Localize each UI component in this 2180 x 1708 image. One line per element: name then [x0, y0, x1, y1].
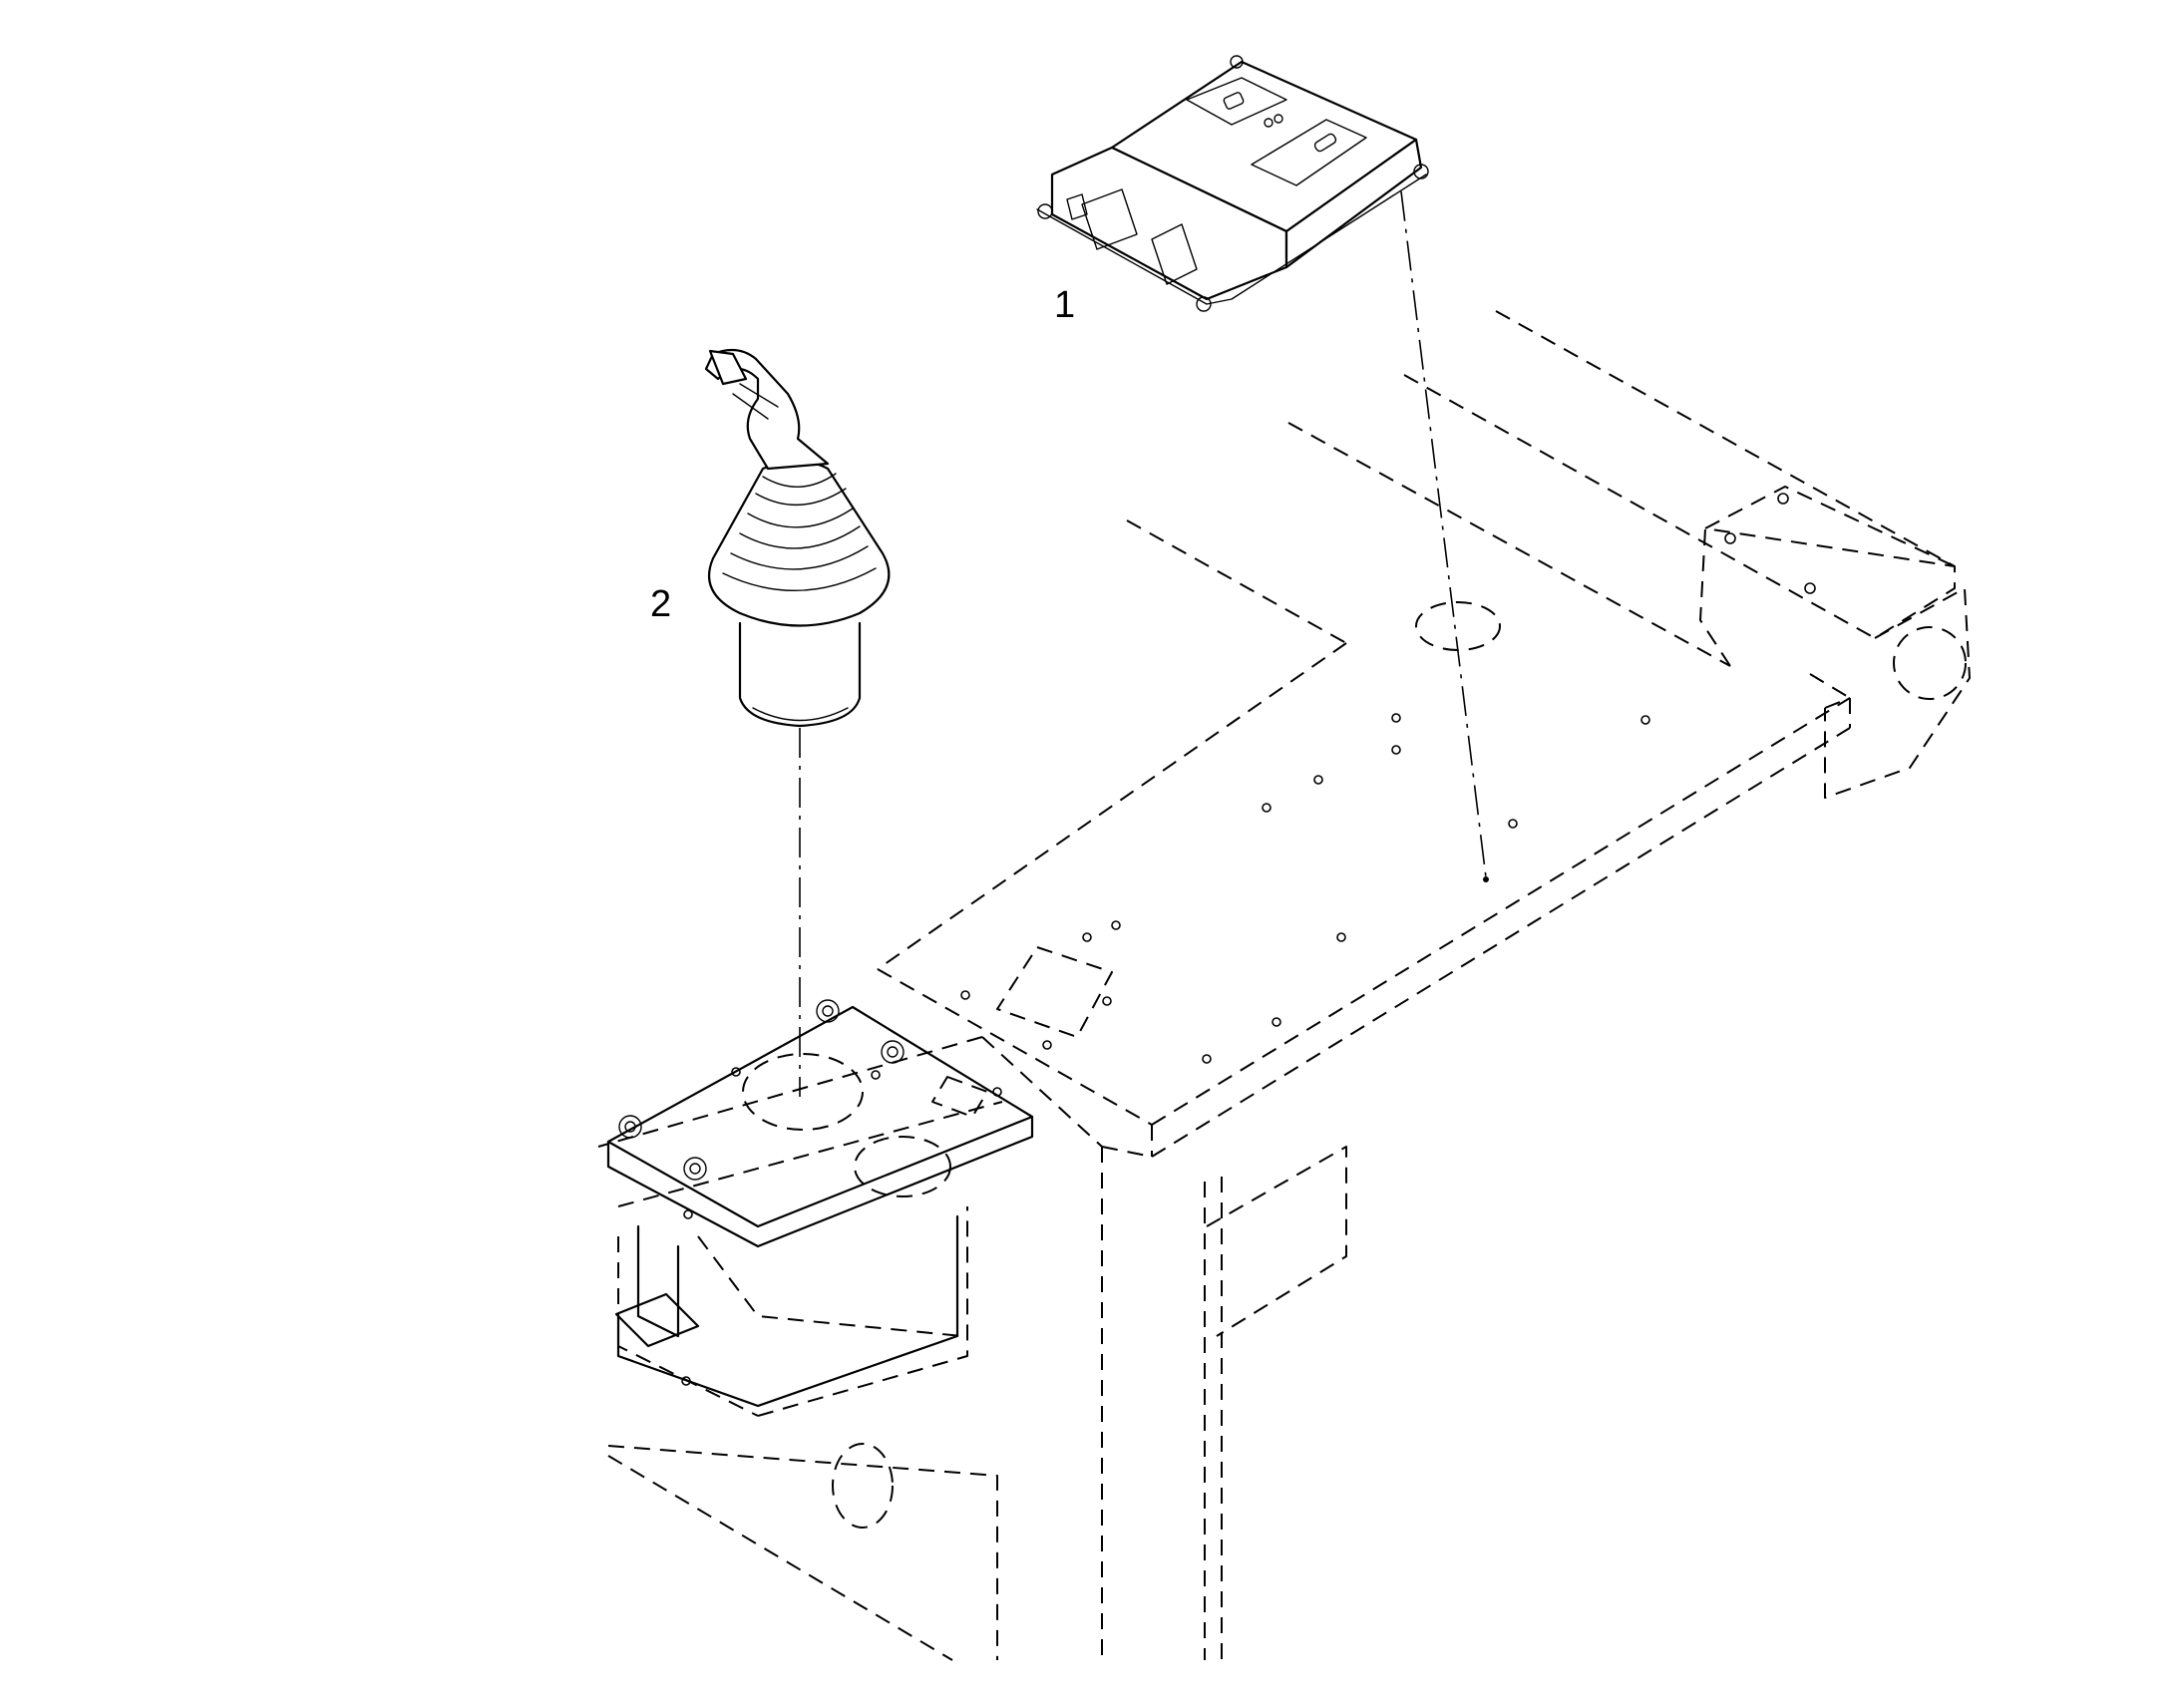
control-mount-plate — [606, 999, 1034, 1408]
machine-frame — [597, 310, 1971, 1661]
assembly-centerlines — [799, 190, 1489, 1097]
ecu-part — [1036, 55, 1429, 312]
callout-2: 2 — [650, 583, 671, 625]
callout-1: 1 — [1054, 284, 1075, 326]
mounting-holes — [681, 493, 1816, 1386]
joystick-part — [704, 348, 891, 728]
